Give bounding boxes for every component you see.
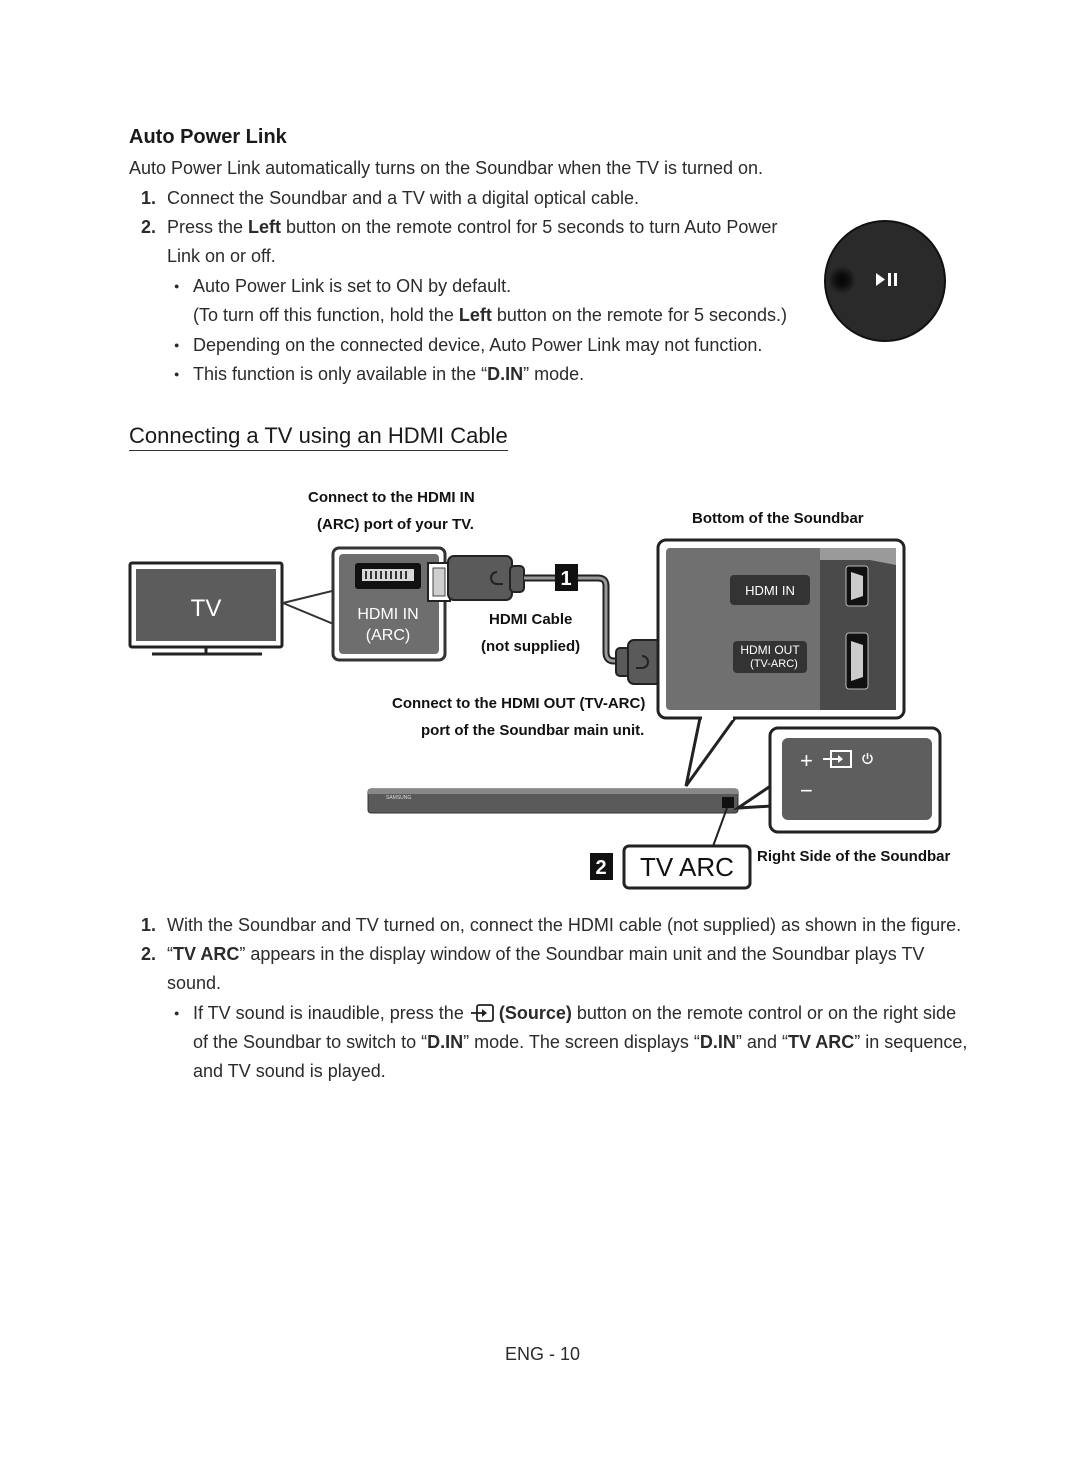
caption-hdmi-in-2: (ARC) port of your TV. [317,516,474,533]
step-text: “TV ARC” appears in the display window o… [167,944,925,964]
source-icon [823,750,852,768]
bullet-item: This function is only available in the “… [174,363,584,385]
intro-text: Auto Power Link automatically turns on t… [129,158,764,178]
bullet-item: Depending on the connected device, Auto … [174,334,762,356]
step-number: 1. [141,915,157,935]
caption-bottom-soundbar: Bottom of the Soundbar [692,510,864,527]
svg-text:2: 2 [595,857,606,879]
soundbar-illustration: SAMSUNG [367,788,739,814]
section-heading-hdmi: Connecting a TV using an HDMI Cable [129,423,508,451]
caption-hdmi-out: Connect to the HDMI OUT (TV-ARC) [392,695,646,712]
volume-up-icon: + [800,748,813,773]
hdmi-plug-top [427,555,525,602]
page-number: ENG - 10 [505,1344,581,1364]
bullet-text-continued: and TV sound is played. [193,1061,386,1081]
step-2-badge [590,853,613,880]
source-icon [469,1004,495,1022]
sb-port-out-label-2: (TV-ARC) [750,658,798,670]
hdmi-connection-diagram: TV HDMI IN (ARC) 1 [128,538,942,890]
caption-hdmi-in: Connect to the HDMI IN [308,489,475,506]
brand-label: SAMSUNG [386,795,411,801]
caption-right-side: Right Side of the Soundbar [757,848,951,865]
section-heading-auto-power-link: Auto Power Link [129,126,287,148]
caption-cable: HDMI Cable [489,611,573,628]
soundbar-bottom-panel: HDMI IN HDMI OUT (TV-ARC) [656,538,906,720]
bullet-text-continued: of the Soundbar to switch to “D.IN” mode… [193,1032,968,1052]
step-number: 1. [141,188,157,208]
caption-cable-2: (not supplied) [481,638,581,655]
tv-label: TV [191,595,222,622]
step-text: With the Soundbar and TV turned on, conn… [167,915,962,935]
step-text: Connect the Soundbar and a TV with a dig… [167,188,639,208]
sb-port-out-label: HDMI OUT [740,643,800,657]
step-text: Press the Left button on the remote cont… [167,217,778,237]
tv-hdmi-port-panel: HDMI IN (ARC) [331,546,447,662]
bullet-note: (To turn off this function, hold the Lef… [193,305,787,325]
tv-port-label-2: (ARC) [366,627,410,644]
step-number: 2. [141,944,157,964]
step-text-continued: Link on or off. [167,246,276,266]
tv-port-label: HDMI IN [357,606,418,623]
caption-hdmi-out-2: port of the Soundbar main unit. [421,722,645,739]
bullet-item: Auto Power Link is set to ON by default. [174,275,511,297]
display-text: TV ARC [640,852,734,882]
remote-button-illustration [824,220,946,342]
bullet-item: If TV sound is inaudible, press the (Sou… [174,1002,956,1024]
display-window [622,844,752,890]
play-pause-icon [876,273,897,286]
step-number: 2. [141,217,157,237]
step-1-badge [555,564,578,591]
power-icon [862,753,873,764]
soundbar-right-side-panel: + − [768,726,942,834]
svg-text:1: 1 [560,568,571,590]
step-text-continued: sound. [167,973,222,993]
tv-illustration: TV [128,561,284,656]
volume-down-icon: − [800,778,813,803]
sb-port-in-label: HDMI IN [745,583,795,598]
